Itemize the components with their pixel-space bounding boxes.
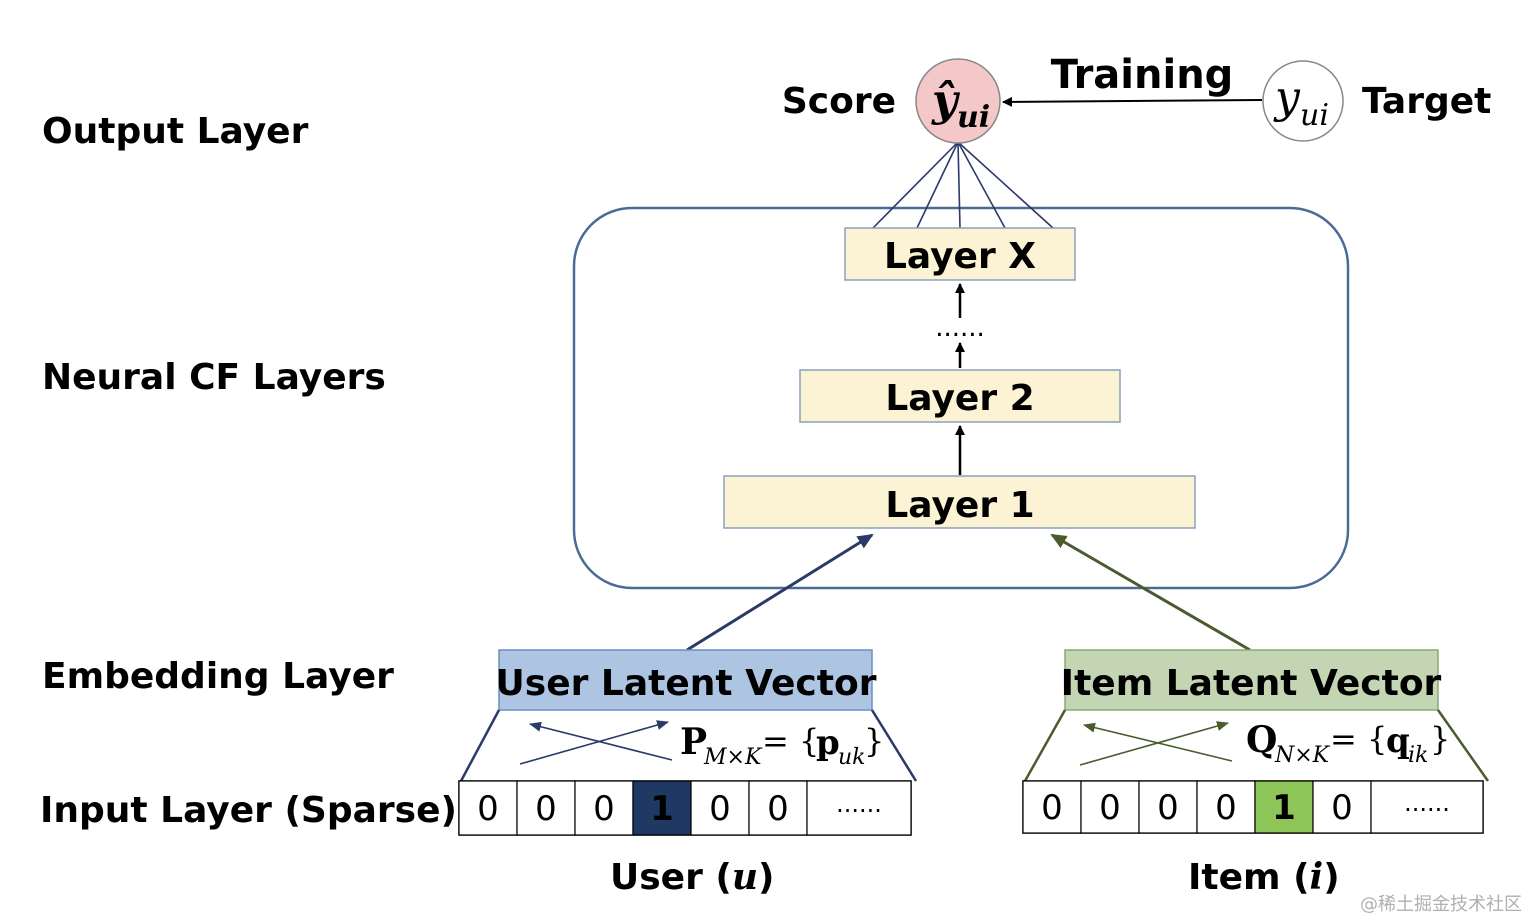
item-input-cell [1196, 780, 1256, 834]
item-input-cell [1022, 780, 1082, 834]
item-latent-vector-label: Item Latent Vector [1061, 663, 1442, 704]
layer-x-box [844, 227, 1076, 281]
user-embedding-left-edge [459, 709, 501, 782]
user-cross-arrow-a [519, 720, 669, 765]
item-matrix-equals: = { [1330, 720, 1387, 758]
user-matrix-subscript: M×K [703, 745, 763, 770]
item-matrix-element-sub: ik [1408, 743, 1428, 768]
user-caption-prefix: User ( [610, 857, 732, 898]
item-matrix-symbol: Q [1246, 719, 1277, 761]
item-embedding-matrix: Q N×K = { q ik } [1246, 719, 1450, 768]
user-input-cell [690, 780, 750, 836]
input-layer-label: Input Layer (Sparse) [40, 790, 457, 831]
user-matrix-symbol: P [680, 721, 707, 763]
user-input-cell [632, 780, 692, 836]
item-caption-close: ) [1323, 857, 1339, 898]
item-input-cell-value: ...... [1404, 789, 1450, 817]
training-arrow [1002, 96, 1263, 107]
item-input-cell-value: 0 [1157, 788, 1179, 828]
item-input-cell-value: 0 [1331, 788, 1353, 828]
item-caption-prefix: Item ( [1188, 857, 1310, 898]
user-input-cell [574, 780, 634, 836]
item-caption-text: Item (i) [1188, 856, 1340, 898]
training-label: Training [1051, 52, 1234, 98]
user-to-layer-1-arrow [686, 533, 874, 652]
layer-1-box [723, 475, 1196, 529]
user-latent-vector-label: User Latent Vector [496, 663, 877, 704]
user-input-cell [748, 780, 808, 836]
output-connections [872, 141, 1054, 229]
layers-ellipsis: ...... [935, 313, 985, 343]
score-symbol: ŷ [931, 75, 961, 126]
user-input-cell-value: ...... [836, 790, 882, 818]
target-subscript: ui [1300, 98, 1329, 133]
item-input-cell [1312, 780, 1372, 834]
layer-2-box [799, 369, 1121, 423]
item-input-cell-value: 1 [1272, 788, 1296, 828]
score-label: Score [782, 81, 896, 122]
target-symbol: y [1273, 72, 1301, 123]
item-latent-vector-box [1064, 649, 1439, 711]
user-caption: User (u) [610, 856, 774, 898]
user-input-cell-value: 0 [593, 789, 615, 829]
item-matrix-element: q [1386, 721, 1410, 761]
item-cross-arrow-a [1079, 721, 1229, 766]
embedding-layer-label: Embedding Layer [42, 656, 394, 697]
item-input-cell-value: 0 [1041, 788, 1063, 828]
user-matrix-close: } [864, 722, 884, 760]
item-embedding-left-edge [1023, 709, 1067, 782]
item-input-cell [1370, 780, 1484, 834]
watermark: @稀土掘金技术社区 [1360, 894, 1522, 915]
neural-cf-frame [572, 206, 1350, 590]
user-matrix-equals: = { [762, 722, 819, 760]
user-caption-close: ) [758, 857, 774, 898]
item-cross-arrow-b [1083, 722, 1233, 762]
item-to-layer-1-arrow [1050, 533, 1251, 652]
target-label: Target [1362, 81, 1491, 122]
user-input-cell [516, 780, 576, 836]
item-embedding-right-edge [1436, 709, 1490, 782]
user-input-cell-value: 0 [709, 789, 731, 829]
user-input-cell [806, 780, 912, 836]
item-caption-var: i [1310, 856, 1324, 898]
user-input-cell-value: 0 [535, 789, 557, 829]
user-caption-text: User (u) [610, 856, 774, 898]
item-input-cell [1138, 780, 1198, 834]
layer-x-label: Layer X [884, 236, 1036, 277]
score-subscript: ui [957, 100, 990, 135]
item-input-cell-value: 0 [1099, 788, 1121, 828]
item-input-cell-value: 0 [1215, 788, 1237, 828]
output-layer-label: Output Layer [42, 111, 309, 152]
user-embedding-matrix: P M×K = { p uk } [680, 721, 884, 770]
item-matrix-subscript: N×K [1274, 743, 1331, 768]
item-caption: Item (i) [1188, 856, 1340, 898]
user-input-cell-value: 1 [650, 789, 674, 829]
user-embedding-right-edge [870, 709, 918, 782]
layer-2-label: Layer 2 [885, 378, 1034, 419]
user-caption-var: u [732, 856, 758, 898]
user-input-cell-value: 0 [767, 789, 789, 829]
user-latent-vector-box [498, 649, 873, 711]
score-node [915, 58, 1001, 144]
user-input-cell-value: 0 [477, 789, 499, 829]
layer-1-label: Layer 1 [885, 485, 1034, 526]
user-matrix-element: p [816, 723, 840, 763]
user-input-cell [458, 780, 518, 836]
item-matrix-close: } [1430, 720, 1450, 758]
target-node [1262, 60, 1344, 142]
item-input-cell [1254, 780, 1314, 834]
neural-cf-layers-label: Neural CF Layers [42, 357, 386, 398]
user-cross-arrow-b [529, 721, 673, 761]
user-matrix-element-sub: uk [838, 745, 866, 770]
